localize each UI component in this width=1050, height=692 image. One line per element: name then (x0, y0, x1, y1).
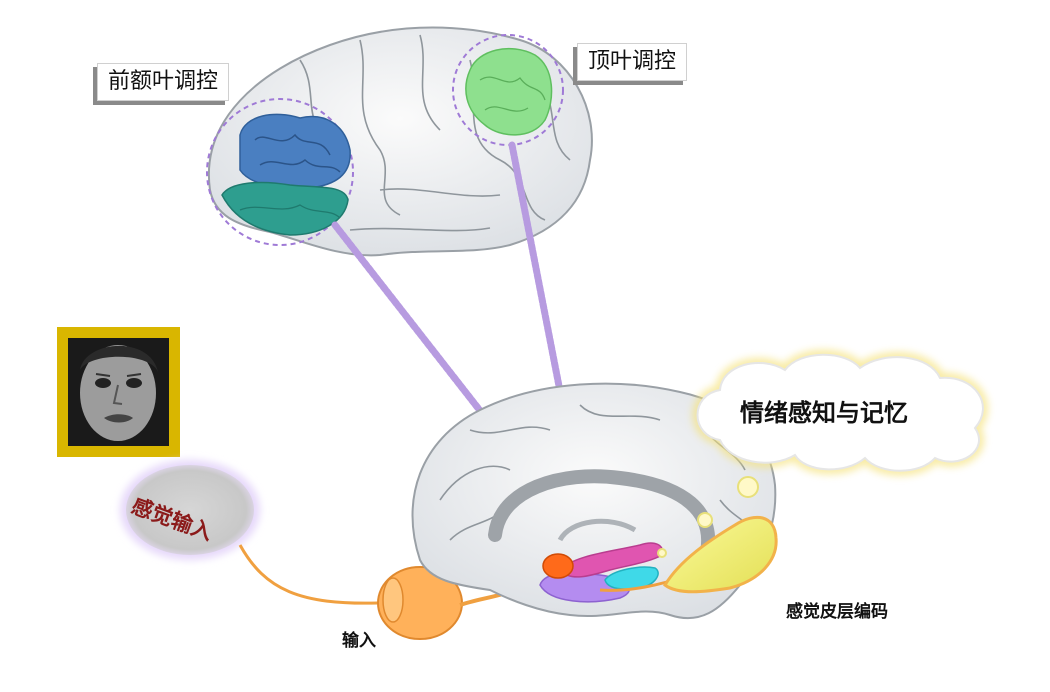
brain-sagittal-icon (411, 382, 778, 620)
sensory-input-arrow (238, 544, 379, 605)
prefrontal-highlight-circle (206, 98, 354, 246)
emotion-memory-label: 情绪感知与记忆 (740, 399, 908, 427)
brain-lateral-icon (206, 26, 593, 257)
insula-region (604, 566, 659, 590)
eye-input-label: 输入 (342, 631, 376, 651)
prefrontal-upper-region (239, 113, 351, 190)
emotion-memory-cloud (692, 349, 988, 476)
face-photo (57, 327, 180, 457)
prefrontal-label: 前额叶调控 (97, 63, 230, 101)
sensory-cortex-region (663, 515, 778, 594)
sensory-input-bubble (120, 460, 260, 560)
parietal-label: 顶叶调控 (577, 43, 688, 81)
parietal-region (465, 47, 553, 136)
eye-icon (377, 566, 511, 640)
amygdala-region (542, 553, 574, 579)
parietal-highlight-circle (452, 34, 564, 146)
sensory-cortex-label: 感觉皮层编码 (786, 602, 888, 622)
